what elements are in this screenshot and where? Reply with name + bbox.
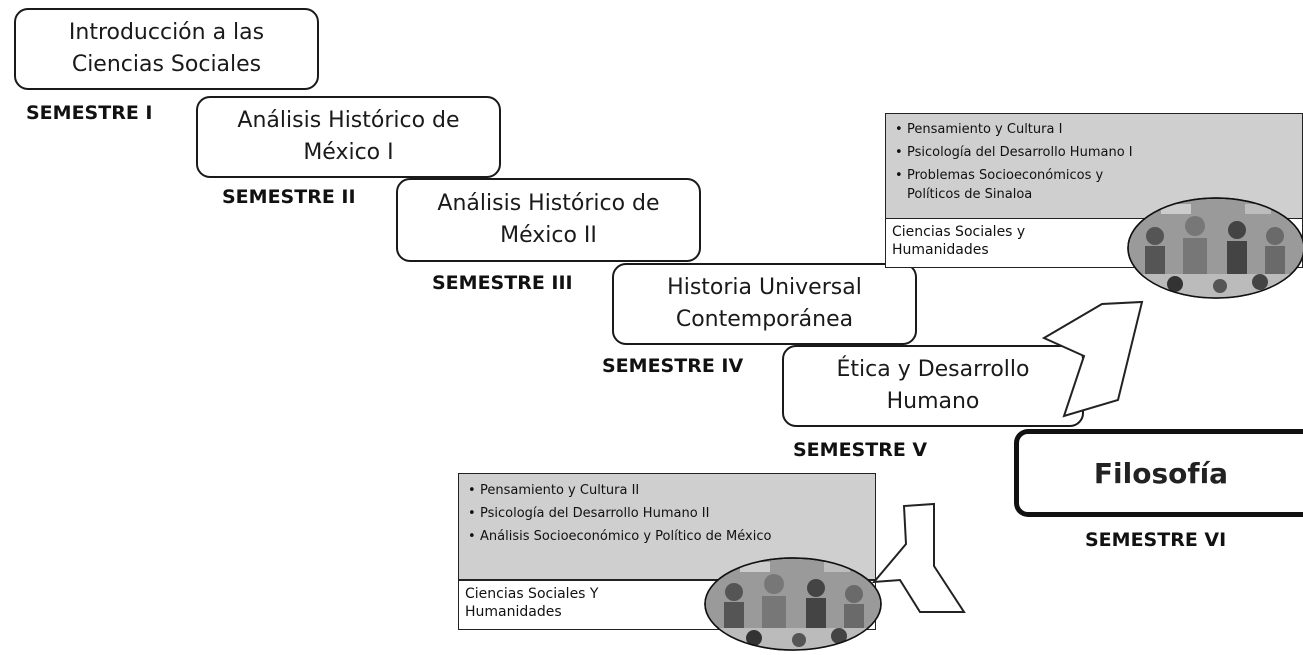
semester-label-4: SEMESTRE IV [602,355,744,377]
course-4-line-1: Historia Universal [667,275,862,300]
area-lower-line-2: Humanidades [465,604,562,620]
elective-item: •Problemas Socioeconómicos y Políticos d… [895,168,1104,202]
course-5-line-2: Humano [886,389,980,414]
semester-label-5: SEMESTRE V [793,439,928,461]
semester-label-3: SEMESTRE III [432,272,573,294]
semester-label-6: SEMESTRE VI [1085,529,1227,551]
area-upper-line-1: Ciencias Sociales y [892,224,1026,240]
elective-item: •Psicología del Desarrollo Humano I [895,145,1133,160]
course-box-2: Análisis Histórico de México I [196,96,501,178]
globe-icon [704,557,882,651]
chevron-arrow-up-icon [1041,300,1144,418]
chevron-arrow-down-icon [871,502,966,613]
course-box-final: Filosofía [1014,429,1303,517]
course-4-line-2: Contemporánea [675,307,854,332]
elective-item: •Pensamiento y Cultura I [895,122,1063,137]
elective-item: •Análisis Socioeconómico y Político de M… [468,529,772,544]
course-1-line-2: Ciencias Sociales [71,52,262,77]
course-2-line-1: Análisis Histórico de [237,108,460,133]
course-5-line-1: Ética y Desarrollo [836,357,1030,382]
elective-item: •Psicología del Desarrollo Humano II [468,506,710,521]
semester-label-2: SEMESTRE II [222,186,356,208]
elective-item: •Pensamiento y Cultura II [468,483,640,498]
globe-icon [1127,197,1303,299]
area-upper-line-2: Humanidades [892,242,989,258]
course-3-line-1: Análisis Histórico de [437,191,660,216]
course-3-line-2: México II [500,223,597,248]
course-box-3: Análisis Histórico de México II [396,178,701,262]
final-course-title: Filosofía [1093,456,1229,490]
area-lower-line-1: Ciencias Sociales Y [465,586,599,602]
course-1-line-1: Introducción a las [68,20,265,45]
course-2-line-2: México I [303,140,394,165]
semester-label-1: SEMESTRE I [26,102,153,124]
elective-panel-upper: •Pensamiento y Cultura I •Psicología del… [885,113,1303,219]
